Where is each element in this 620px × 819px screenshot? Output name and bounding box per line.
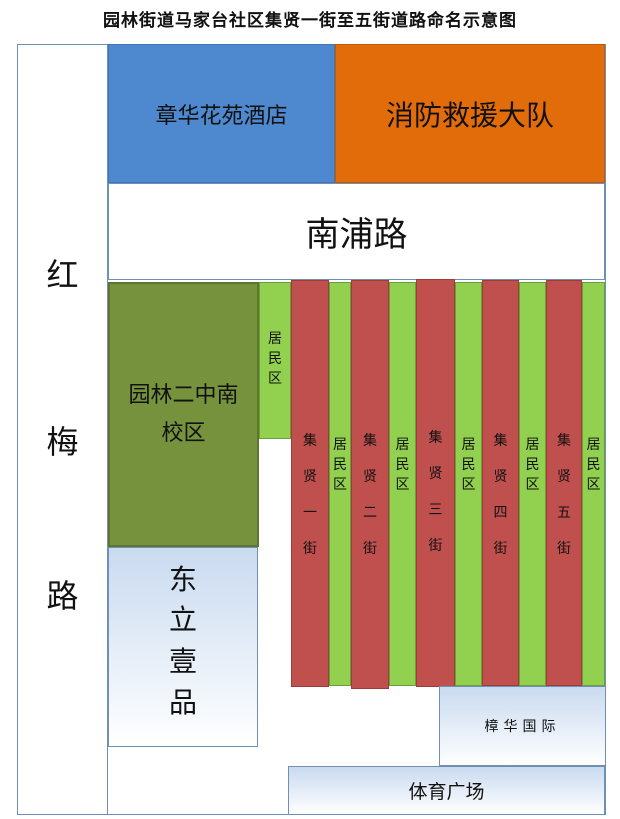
hongmei-road-char: 梅 [46,423,79,461]
street-char: 贤 [363,469,377,485]
street-char: 贤 [493,469,508,485]
dongli-char: 东 [168,563,197,596]
stadium-block: 体育广场 [288,766,605,815]
street-char: 一 [303,505,317,521]
stadium-label: 体育广场 [408,781,485,803]
street-char: 贤 [428,466,443,482]
street-jixian-3: 集 贤 三 街 [416,279,455,687]
residential-char: 居 [395,437,410,453]
dongli-char: 品 [168,686,197,719]
street-char: 三 [428,502,443,518]
hongmei-road: 红 梅 路 [17,44,108,815]
residential-char: 民 [333,457,347,473]
nanpu-road: 南浦路 [108,183,605,280]
street-char: 集 [303,433,317,449]
street-char: 街 [493,541,508,557]
zhanghua-hotel-label: 章华花苑酒店 [155,103,288,129]
dongli-char: 立 [168,603,197,636]
residential-char: 区 [268,371,282,387]
hongmei-road-char: 红 [46,256,79,294]
residential-char: 居 [333,437,347,453]
residential-strip: 居 民 区 [455,282,482,686]
residential-char: 区 [395,477,410,493]
street-char: 四 [493,505,508,521]
zhanghua-intl-block: 樟华国际 [439,686,606,766]
street-jixian-2: 集 贤 二 街 [351,280,389,689]
residential-strip: 居 民 区 [259,282,291,439]
street-char: 集 [428,430,443,446]
diagram-title: 园林街道马家台社区集贤一街至五街道路命名示意图 [103,11,517,31]
residential-char: 居 [268,331,282,347]
dongli-block: 东 立 壹 品 [108,547,258,747]
residential-char: 区 [461,477,476,493]
street-char: 街 [363,541,377,557]
fire-brigade-block: 消防救援大队 [335,44,605,183]
street-char: 贤 [557,469,571,485]
residential-char: 民 [586,457,601,473]
zhanghua-hotel-block: 章华花苑酒店 [108,44,335,183]
school-block: 园林二中南校区 [108,282,259,547]
street-char: 街 [428,538,443,554]
dongli-char: 壹 [168,645,197,678]
residential-strip: 居 民 区 [389,282,416,686]
residential-char: 民 [525,457,540,473]
residential-char: 居 [586,437,601,453]
residential-strip: 居 民 区 [519,282,546,686]
residential-char: 民 [461,457,476,473]
street-jixian-5: 集 贤 五 街 [546,280,582,686]
street-char: 集 [557,433,571,449]
street-char: 街 [557,541,571,557]
residential-char: 居 [461,437,476,453]
street-char: 集 [363,433,377,449]
street-char: 贤 [303,469,317,485]
zhanghua-intl-label: 樟华国际 [484,719,561,735]
street-jixian-1: 集 贤 一 街 [291,280,329,687]
street-char: 街 [303,541,317,557]
residential-char: 区 [525,477,540,493]
school-label: 园林二中南校区 [128,382,239,446]
street-char: 集 [493,433,508,449]
street-jixian-4: 集 贤 四 街 [482,280,519,686]
nanpu-road-label: 南浦路 [305,215,408,255]
residential-char: 民 [268,351,282,367]
residential-strip: 居 民 区 [582,282,605,686]
fire-brigade-label: 消防救援大队 [385,98,554,132]
residential-char: 区 [586,477,601,493]
residential-char: 区 [333,477,347,493]
hongmei-road-char: 路 [46,577,79,615]
residential-strip: 居 民 区 [329,282,351,686]
street-char: 五 [557,505,571,521]
residential-char: 居 [525,437,540,453]
street-char: 二 [363,505,377,521]
residential-char: 民 [395,457,410,473]
